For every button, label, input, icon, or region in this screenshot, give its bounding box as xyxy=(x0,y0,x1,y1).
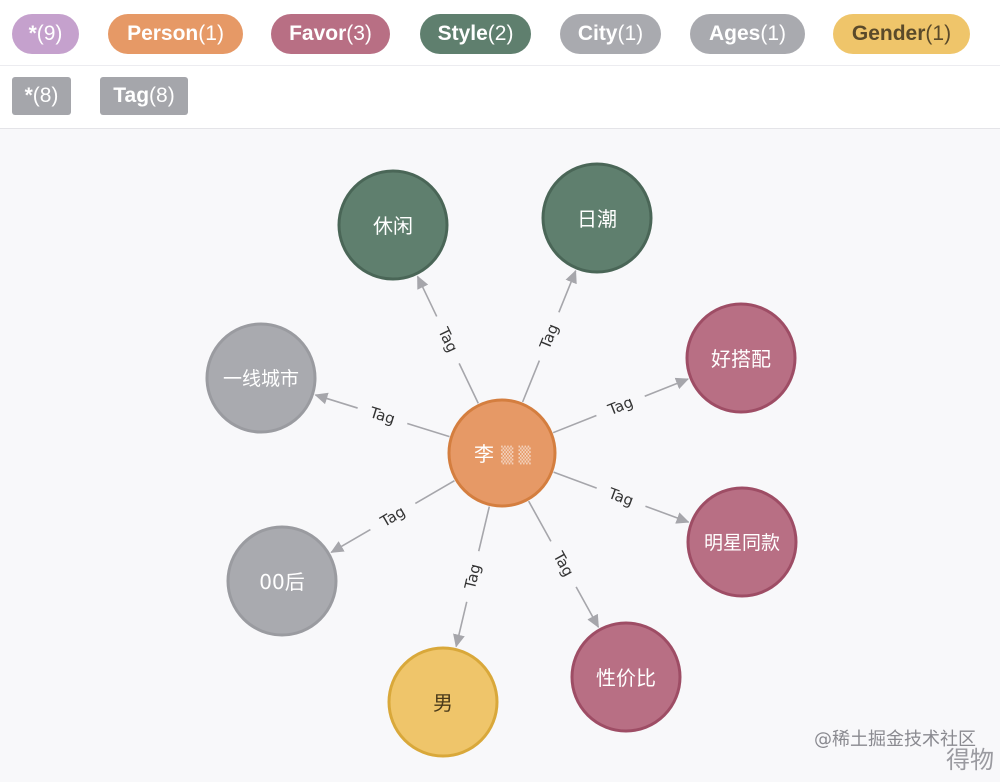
label-gender-button[interactable]: Gender(1) xyxy=(833,14,970,54)
node-label: 性价比 xyxy=(596,666,656,690)
edge-label: Tag xyxy=(434,324,462,356)
edge-arrow[interactable] xyxy=(559,271,576,312)
label-style-button[interactable]: Style(2) xyxy=(420,14,531,54)
label-name: Gender xyxy=(852,22,926,45)
label-name: City xyxy=(578,22,618,45)
node-labels-row: *(9) Person(1) Favor(3) Style(2) City(1)… xyxy=(0,0,1000,66)
label-favor-button[interactable]: Favor(3) xyxy=(271,14,390,54)
edge-label: Tag xyxy=(605,484,636,510)
edge-label: Tag xyxy=(605,393,636,419)
relationship-tag-button[interactable]: Tag(8) xyxy=(100,77,188,115)
edge-label: Tag xyxy=(376,502,408,531)
edge-line[interactable] xyxy=(523,361,540,402)
label-count: (1) xyxy=(760,22,786,45)
label-city-button[interactable]: City(1) xyxy=(560,14,661,54)
node-haodapei[interactable]: 好搭配 xyxy=(687,304,795,412)
label-name: Style xyxy=(438,22,488,45)
edge-line[interactable] xyxy=(529,501,551,541)
edge-arrow[interactable] xyxy=(456,602,467,647)
node-label: 日潮 xyxy=(577,207,617,231)
node-nan[interactable]: 男 xyxy=(389,648,497,756)
edge-line[interactable] xyxy=(407,424,449,437)
label-count: (2) xyxy=(488,22,514,45)
relationship-all-button[interactable]: *(8) xyxy=(12,77,71,115)
edge-label: Tag xyxy=(367,403,398,428)
edge-line[interactable] xyxy=(553,415,596,432)
edge-line[interactable] xyxy=(479,507,490,552)
edge-arrow[interactable] xyxy=(576,587,598,627)
node-xingjiabi[interactable]: 性价比 xyxy=(572,623,680,731)
node-label-blurred: ▒ ▒ xyxy=(501,446,531,465)
edge-line[interactable] xyxy=(459,363,478,403)
relationship-name: Tag xyxy=(113,84,149,107)
label-count: (1) xyxy=(198,22,224,45)
label-name: Person xyxy=(127,22,198,45)
label-count: (1) xyxy=(925,22,951,45)
edge-arrow[interactable] xyxy=(418,276,437,316)
relationship-count: (8) xyxy=(149,84,175,107)
node-label: 00后 xyxy=(259,570,304,594)
label-person-button[interactable]: Person(1) xyxy=(108,14,243,54)
node-mingxing[interactable]: 明星同款 xyxy=(688,488,796,596)
node-00hou[interactable]: 00后 xyxy=(228,527,336,635)
node-person-center[interactable]: 李 ▒ ▒ xyxy=(449,400,555,506)
edge-arrow[interactable] xyxy=(315,395,357,408)
legend-panel: *(9) Person(1) Favor(3) Style(2) City(1)… xyxy=(0,0,1000,129)
edge-label: Tag xyxy=(461,562,485,592)
relationship-name: * xyxy=(25,84,33,107)
label-name: Favor xyxy=(289,22,346,45)
label-all-button[interactable]: *(9) xyxy=(12,14,79,54)
relationship-count: (8) xyxy=(33,84,59,107)
edge-line[interactable] xyxy=(554,472,597,488)
label-count: (1) xyxy=(618,22,644,45)
edge-arrow[interactable] xyxy=(331,530,370,553)
node-label: 一线城市 xyxy=(223,368,299,390)
edge-label: Tag xyxy=(536,321,563,352)
node-label: 休闲 xyxy=(373,214,413,238)
edge-arrow[interactable] xyxy=(645,506,688,522)
node-xiuxian[interactable]: 休闲 xyxy=(339,171,447,279)
label-count: (9) xyxy=(37,22,63,45)
node-label: 李 xyxy=(474,442,494,466)
node-richao[interactable]: 日潮 xyxy=(543,164,651,272)
edge-arrow[interactable] xyxy=(645,379,688,396)
node-label: 好搭配 xyxy=(711,347,771,371)
edge-line[interactable] xyxy=(415,481,454,504)
node-label: 明星同款 xyxy=(704,532,780,554)
node-yixian[interactable]: 一线城市 xyxy=(207,324,315,432)
node-label: 男 xyxy=(433,691,453,715)
label-name: Ages xyxy=(709,22,760,45)
watermark-brand: 得物 xyxy=(946,740,994,775)
label-count: (3) xyxy=(346,22,372,45)
edge-label: Tag xyxy=(549,548,578,580)
label-name: * xyxy=(29,22,37,45)
label-ages-button[interactable]: Ages(1) xyxy=(690,14,805,54)
